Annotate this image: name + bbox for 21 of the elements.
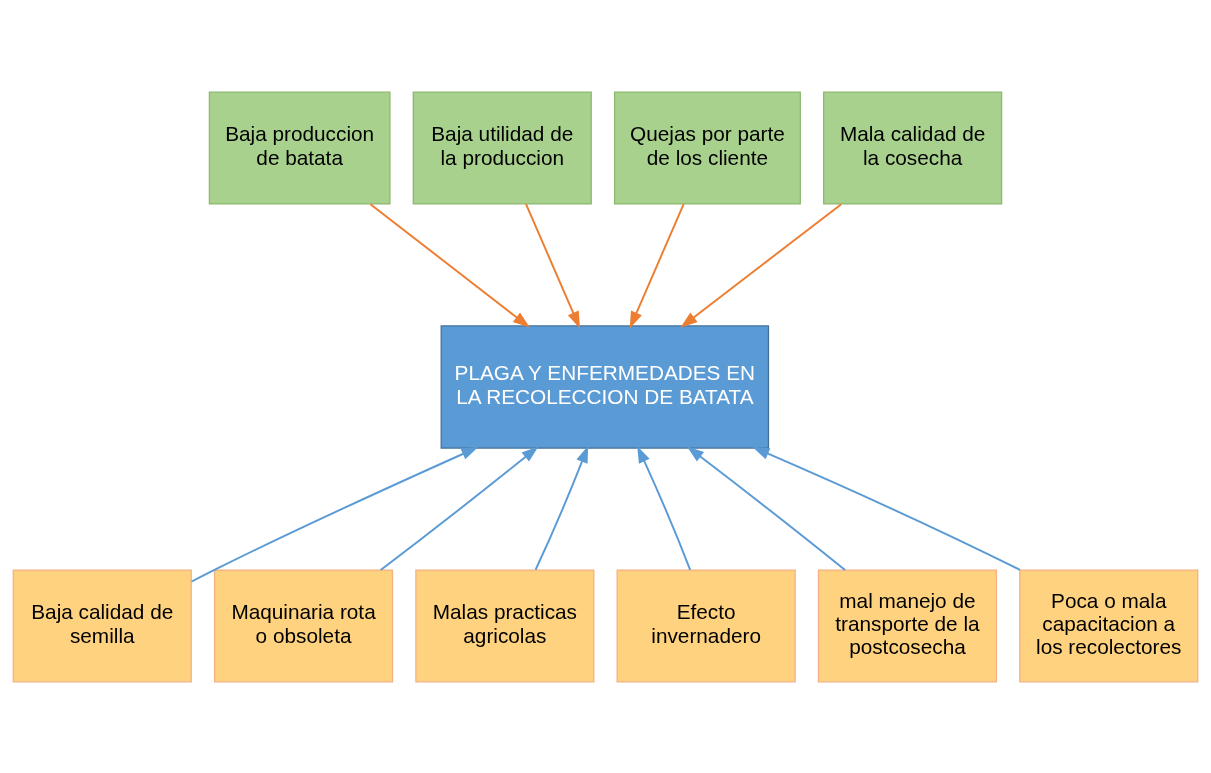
node-box: Quejas por parte de los cliente xyxy=(613,91,801,205)
node-box: Efecto invernadero xyxy=(616,568,796,682)
node-box: mal manejo de transporte de la postcosecha xyxy=(817,568,998,682)
arrow xyxy=(525,202,581,328)
node-box: Mala calidad de la cosecha xyxy=(823,91,1003,205)
arrow xyxy=(369,202,530,328)
node-box: Poca o mala capacitacion a los recolectores xyxy=(1019,568,1199,682)
arrow xyxy=(637,445,692,571)
arrow xyxy=(629,202,685,328)
arrow xyxy=(687,445,847,571)
arrow xyxy=(534,445,589,571)
node-box: Malas practicas agricolas xyxy=(415,568,595,682)
arrow xyxy=(379,445,539,571)
node-box: Baja produccion de batata xyxy=(208,91,391,205)
node-box: Baja calidad de semilla xyxy=(12,568,192,682)
node-box: Baja utilidad de la produccion xyxy=(412,91,592,205)
arrow xyxy=(190,446,479,582)
node-box: PLAGA Y ENFERMEDADES EN LA RECOLECCION DE BATATA xyxy=(440,324,770,449)
arrow xyxy=(680,202,843,328)
arrow xyxy=(752,446,1021,571)
node-box: Maquinaria rota o obsoleta xyxy=(213,568,394,682)
